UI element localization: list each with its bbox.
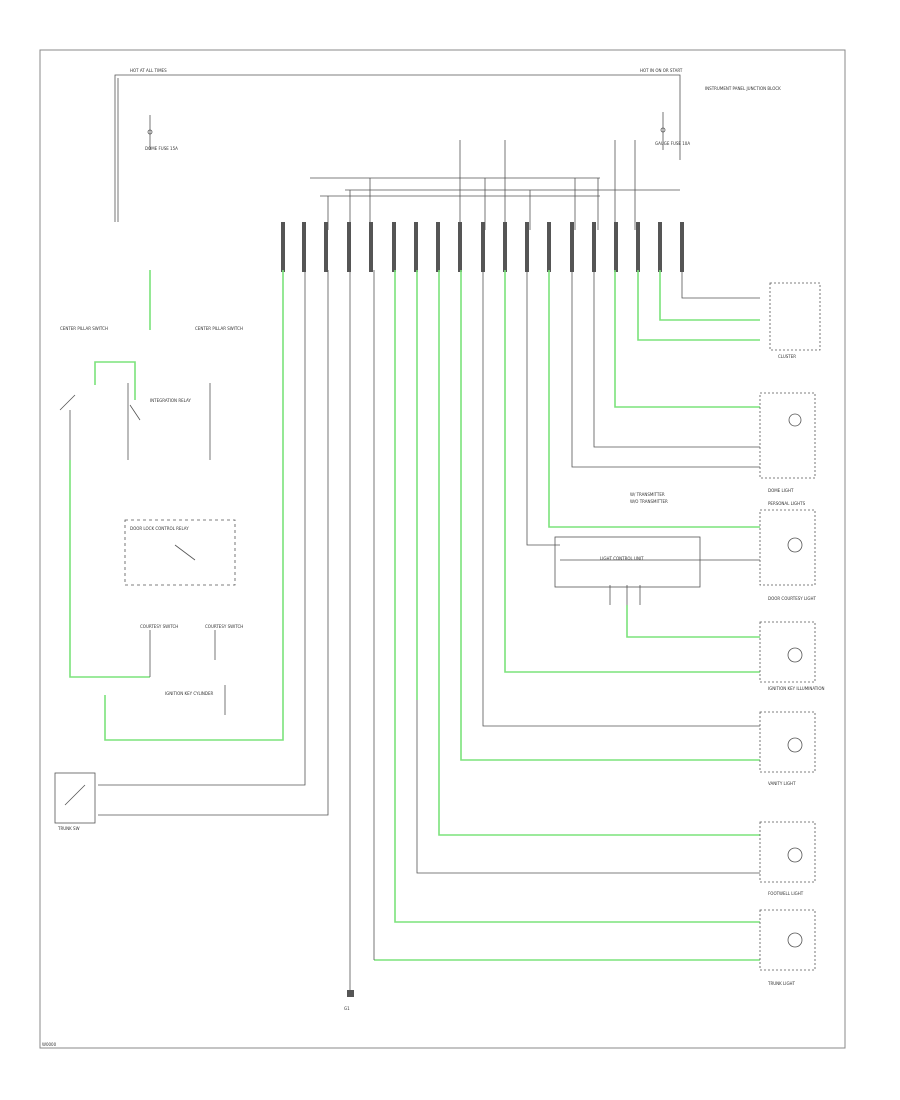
label-courtesy-left: COURTESY SWITCH bbox=[140, 624, 178, 629]
label-transmitter-2: W/O TRANSMITTER bbox=[630, 499, 668, 504]
label-footwell-light: FOOTWELL LIGHT bbox=[768, 891, 804, 896]
green-wires bbox=[69, 270, 760, 961]
label-fuse-right: GAUGE FUSE 10A bbox=[655, 141, 690, 146]
label-vanity-light: VANITY LIGHT bbox=[768, 781, 796, 786]
label-hot-left: HOT AT ALL TIMES bbox=[130, 68, 167, 73]
label-ground: G1 bbox=[344, 1006, 350, 1011]
label-trunk-light: TRUNK LIGHT bbox=[767, 981, 796, 986]
label-transmitter-1: W/ TRANSMITTER bbox=[630, 492, 665, 497]
label-ignition-key: IGNITION KEY CYLINDER bbox=[165, 691, 214, 696]
ground-symbol bbox=[347, 990, 354, 997]
label-ignition-light: IGNITION KEY ILLUMINATION bbox=[768, 686, 825, 691]
fuse-left bbox=[147, 115, 153, 150]
top-power-lines bbox=[114, 74, 681, 230]
label-trunk-switch: TRUNK SW bbox=[57, 826, 80, 831]
label-courtesy-right: COURTESY SWITCH bbox=[205, 624, 243, 629]
label-cluster: CLUSTER bbox=[778, 354, 796, 359]
bulb-symbols bbox=[759, 509, 816, 971]
trunk-switch bbox=[54, 772, 96, 824]
label-door-relay: DOOR LOCK CONTROL RELAY bbox=[130, 526, 189, 531]
label-dome-light: DOME LIGHT bbox=[768, 488, 794, 493]
signal-wires bbox=[98, 270, 760, 990]
label-left-switch-1: CENTER PILLAR SWITCH bbox=[60, 326, 108, 331]
fuse-right bbox=[660, 112, 666, 150]
left-switch-block bbox=[59, 394, 236, 715]
label-integration-relay: INTEGRATION RELAY bbox=[150, 398, 191, 403]
dome-light-box bbox=[759, 392, 816, 479]
label-hot-right: HOT IN ON OR START bbox=[640, 68, 683, 73]
label-personal-lights: PERSONAL LIGHTS bbox=[768, 501, 806, 506]
diagram-frame bbox=[39, 49, 846, 1049]
label-unit-cover: LIGHT CONTROL UNIT bbox=[600, 556, 644, 561]
label-fig-code: W0000 bbox=[42, 1042, 57, 1047]
label-splice-note: INSTRUMENT PANEL JUNCTION BLOCK bbox=[705, 86, 781, 91]
cluster-box bbox=[769, 282, 821, 351]
label-left-switch-2: CENTER PILLAR SWITCH bbox=[195, 326, 243, 331]
label-door-courtesy: DOOR COURTESY LIGHT bbox=[768, 596, 817, 601]
label-fuse-left: DOME FUSE 15A bbox=[145, 146, 178, 151]
connector-pins bbox=[281, 222, 684, 272]
light-control-unit bbox=[554, 536, 701, 605]
